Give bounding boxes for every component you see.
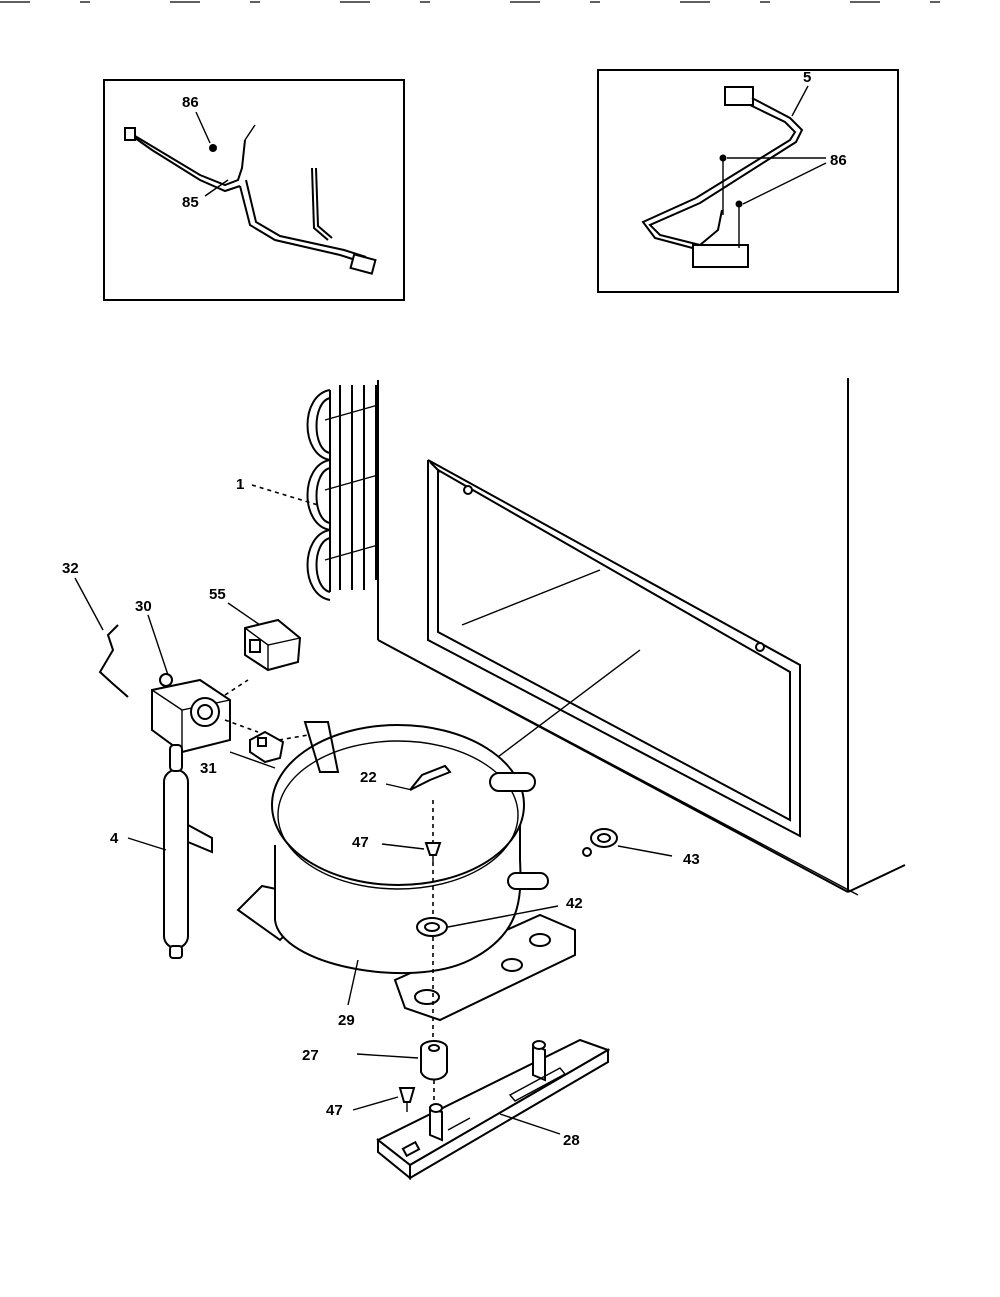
clamp-43 — [582, 828, 673, 857]
label-5: 5 — [803, 69, 811, 86]
connector-bottom — [692, 244, 749, 268]
part-22 — [385, 764, 452, 791]
inset-right-panel: 5 86 — [597, 69, 899, 293]
cabinet-body — [377, 378, 906, 896]
screw-86-left — [195, 111, 217, 152]
label-55: 55 — [209, 586, 226, 603]
screw-47-upper — [381, 800, 442, 1045]
relay-55 — [227, 602, 302, 672]
label-86-left: 86 — [182, 94, 199, 111]
wire-harness-5 — [641, 86, 804, 268]
label-27: 27 — [302, 1047, 319, 1064]
connector-top — [724, 86, 754, 106]
inset-left-panel: 86 85 — [103, 79, 405, 301]
wire-harness-85 — [124, 124, 377, 275]
inset-left-frame — [103, 79, 405, 301]
label-29: 29 — [338, 1012, 355, 1029]
wire-32 — [74, 577, 129, 698]
label-86-right: 86 — [830, 152, 847, 169]
label-28: 28 — [563, 1132, 580, 1149]
label-42: 42 — [566, 895, 583, 912]
label-32: 32 — [62, 560, 79, 577]
label-4: 4 — [110, 830, 119, 847]
label-47-upper: 47 — [352, 834, 369, 851]
screw-47-lower — [352, 1087, 416, 1112]
label-22: 22 — [360, 769, 377, 786]
mounting-rail-28 — [376, 1038, 611, 1181]
grommet-27 — [356, 1040, 448, 1105]
relay-30 — [147, 614, 259, 754]
inset-right-frame — [597, 69, 899, 293]
label-31: 31 — [200, 760, 217, 777]
label-43: 43 — [683, 851, 700, 868]
condenser-coil-1 — [306, 385, 379, 601]
clip-31 — [229, 730, 309, 769]
drier-4 — [127, 744, 213, 959]
access-panel — [427, 459, 801, 838]
screws-86-right — [719, 154, 827, 248]
label-47-lower: 47 — [326, 1102, 343, 1119]
label-30: 30 — [135, 598, 152, 615]
label-1: 1 — [236, 476, 244, 493]
compressor-29 — [236, 721, 576, 1022]
label-85: 85 — [182, 194, 199, 211]
